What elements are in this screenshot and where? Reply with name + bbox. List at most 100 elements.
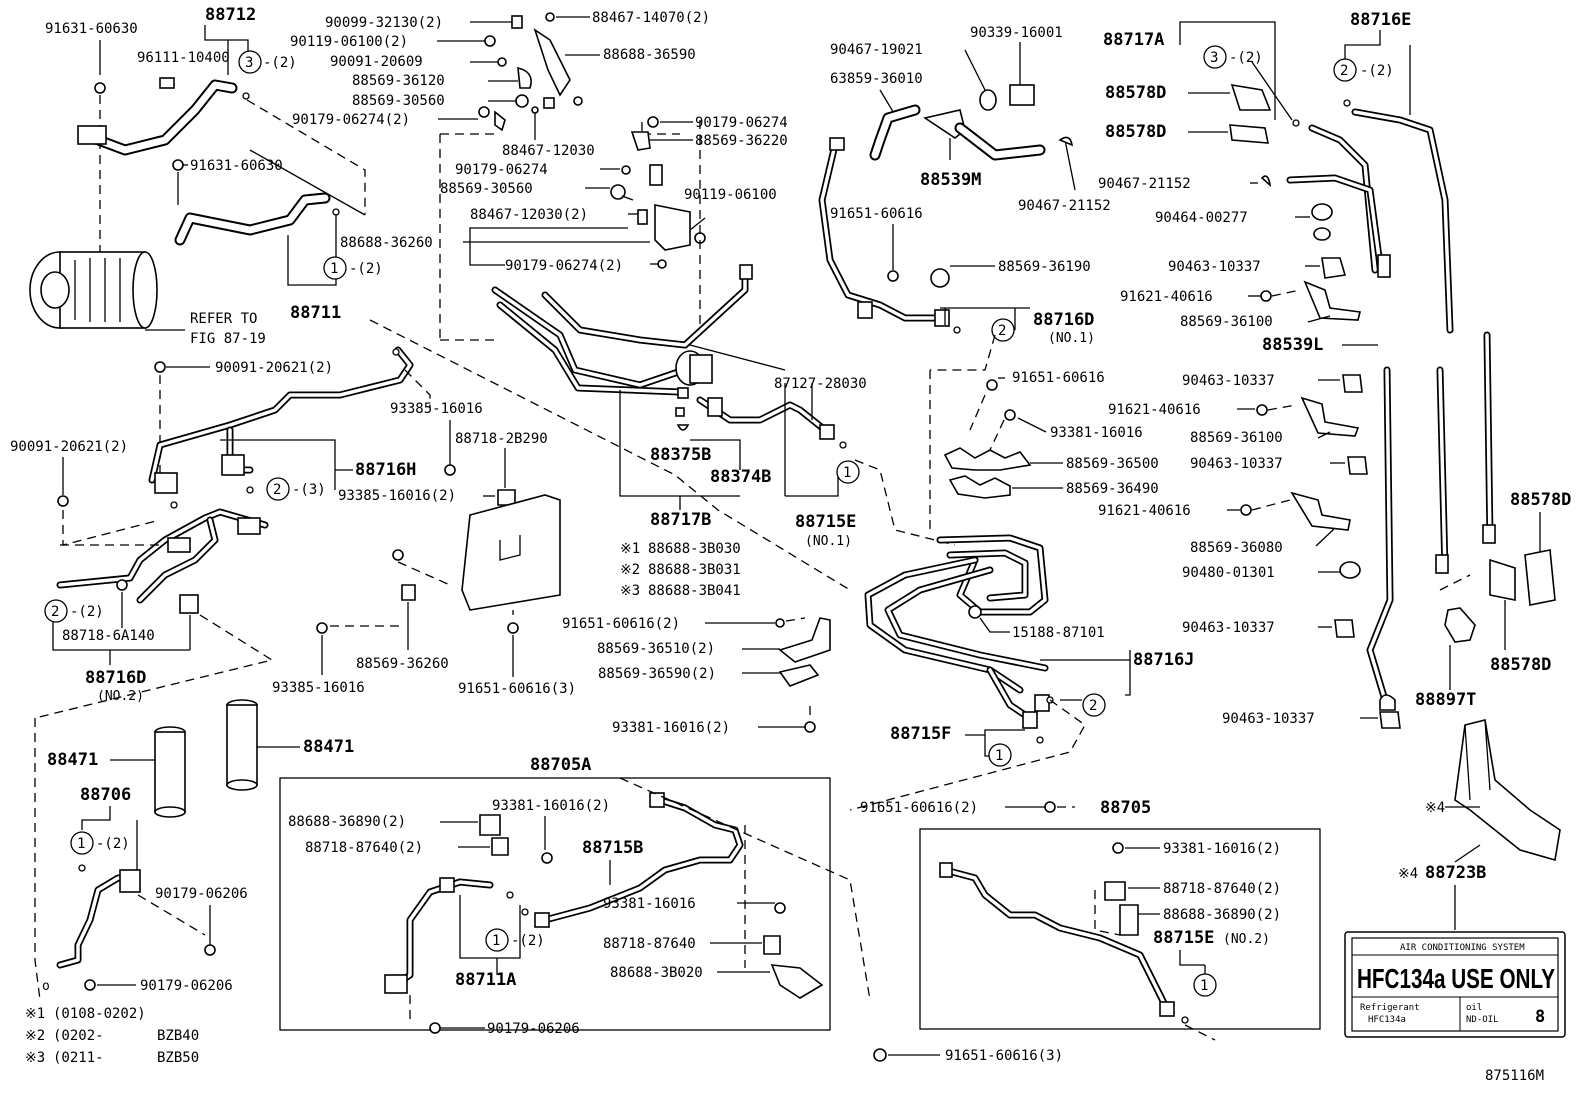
callout-circle <box>485 928 509 952</box>
note-mark-4a: ※4 <box>1425 800 1445 816</box>
label-88717A: 88717A <box>1103 30 1164 50</box>
fitting-icon <box>119 869 141 893</box>
nut-icon <box>621 165 631 175</box>
clamp-88718-87640 <box>491 837 509 856</box>
box-88705 <box>919 828 1321 1030</box>
bolt-icon <box>1004 409 1016 421</box>
label-88716J: 88716J <box>1133 650 1194 670</box>
o-ring-icon <box>953 326 961 334</box>
label-88688-3B020: 88688-3B020 <box>610 965 703 981</box>
callout-circle <box>1082 693 1106 717</box>
bracket-icon <box>154 472 178 494</box>
insulator-88578D <box>1524 549 1556 606</box>
label-o: o <box>42 979 50 994</box>
label-90179-06274-2b: 90179-06274(2) <box>505 258 623 274</box>
label-88569-30560-b: 88569-30560 <box>440 181 533 197</box>
label-88688-36590: 88688-36590 <box>603 47 696 63</box>
callout-2: 2 <box>273 482 281 498</box>
gasket-icon <box>677 387 689 399</box>
clamp-88897T <box>1444 607 1476 643</box>
label-90339-16001: 90339-16001 <box>970 25 1063 41</box>
label-88688-3B041: 88688-3B041 <box>648 583 741 599</box>
o-ring-icon <box>1181 1016 1189 1024</box>
bolt-icon <box>541 852 553 864</box>
label-88569-36220: 88569-36220 <box>695 133 788 149</box>
group-88717B: 87127-28030 88375B 88374B 88717B 1 88715… <box>369 264 956 591</box>
label-91651-60616-3a: 91651-60616(3) <box>458 681 576 697</box>
label-88718-6A140: 88718-6A140 <box>62 628 155 644</box>
label-88569-36500: 88569-36500 <box>1066 456 1159 472</box>
callout-qty: -(2) <box>70 604 104 620</box>
figure-code: 875116M <box>1485 1068 1544 1084</box>
label-91621-40616-b: 91621-40616 <box>1108 402 1201 418</box>
label-88716E: 88716E <box>1350 10 1411 30</box>
label-88897T: 88897T <box>1415 690 1476 710</box>
label-88723B: 88723B <box>1425 863 1486 883</box>
label-63859-36010: 63859-36010 <box>830 71 923 87</box>
bracket-88688-36590 <box>533 28 571 97</box>
bolt-icon <box>116 579 128 591</box>
label-93385-16016-a: 93385-16016 <box>390 401 483 417</box>
label-93381-16016-a: 93381-16016 <box>1050 425 1143 441</box>
label-88688-3B030: 88688-3B030 <box>648 541 741 557</box>
bracket-icon <box>237 517 261 535</box>
label-93381-16016-b: 93381-16016 <box>603 896 696 912</box>
pipe-end-icon <box>1435 554 1449 574</box>
warning-header: AIR CONDITIONING SYSTEM <box>1400 943 1525 953</box>
clip-icon <box>1379 694 1396 711</box>
label-no1: (NO.1) <box>805 534 852 549</box>
label-90179-06274-2a: 90179-06274(2) <box>292 112 410 128</box>
bracket-88688-3B030 <box>461 494 561 611</box>
label-91621-40616-a: 91621-40616 <box>1120 289 1213 305</box>
callout-1: 1 <box>1200 978 1208 994</box>
o-ring-icon <box>246 486 254 494</box>
bolt-icon <box>1240 504 1252 516</box>
fitting-icon <box>384 974 408 994</box>
clip-90463 <box>1334 619 1355 638</box>
label-88578D-c: 88578D <box>1510 490 1571 510</box>
label-93385-16016-2: 93385-16016(2) <box>338 488 456 504</box>
clip-icon <box>494 110 506 132</box>
clamp-icon <box>515 94 529 108</box>
insulator-88578D <box>1230 83 1272 111</box>
note-1-text: (0108-0202) <box>53 1006 146 1022</box>
bracket-88688-3B020 <box>770 964 824 999</box>
label-no2: (NO.2) <box>1223 932 1270 947</box>
clip-90463 <box>1342 374 1363 393</box>
label-91621-40616-c: 91621-40616 <box>1098 503 1191 519</box>
bolt-icon <box>531 106 539 114</box>
label-90467-19021: 90467-19021 <box>830 42 923 58</box>
bolt-icon <box>1260 290 1272 302</box>
insulator-88578D <box>1489 558 1516 601</box>
label-88716H: 88716H <box>355 460 416 480</box>
bolt-icon <box>507 622 519 634</box>
group-88717A: 88717A 3 -(2) 88716E 2 -(2) 88578D 88578… <box>1098 10 1496 711</box>
warning-oil-value: ND-OIL <box>1466 1015 1499 1025</box>
clamp-88569-36260 <box>401 584 416 601</box>
receiver-88471 <box>154 726 186 818</box>
callout-circle <box>44 599 68 623</box>
callout-1: 1 <box>843 465 851 481</box>
clamp-88569-36590 <box>778 664 820 687</box>
callout-circle <box>1193 973 1217 997</box>
label-88569-36260: 88569-36260 <box>356 656 449 672</box>
nut-icon <box>545 12 555 22</box>
label-93381-16016-2b: 93381-16016(2) <box>492 798 610 814</box>
group-88716J: 15188-87101 88716J 2 88715F 1 <box>849 534 1194 811</box>
label-91651-60616-2b: 91651-60616(2) <box>860 800 978 816</box>
group-88705: 91651-60616(2) 88705 93381-16016(2) 8871… <box>860 798 1321 1064</box>
label-88569-36120: 88569-36120 <box>352 73 445 89</box>
label-88706: 88706 <box>80 785 131 805</box>
label-88688-36890-2a: 88688-36890(2) <box>288 814 406 830</box>
bolt-icon <box>887 270 899 282</box>
label-88715B: 88715B <box>582 838 643 858</box>
clamp-icon <box>1260 175 1272 188</box>
label-15188-87101: 15188-87101 <box>1012 625 1105 641</box>
clamp-88718-87640 <box>763 935 781 955</box>
bolt-15188 <box>968 605 982 619</box>
notes-block: ※1 (0108-0202) ※2 (0202- BZB40 ※3 (0211-… <box>25 1006 199 1066</box>
callout-circle <box>836 460 860 484</box>
label-88715F: 88715F <box>890 724 951 744</box>
note-2-text: (0202- <box>53 1028 104 1044</box>
warning-label-88723B: AIR CONDITIONING SYSTEM HFC134a USE ONLY… <box>1344 931 1566 1038</box>
